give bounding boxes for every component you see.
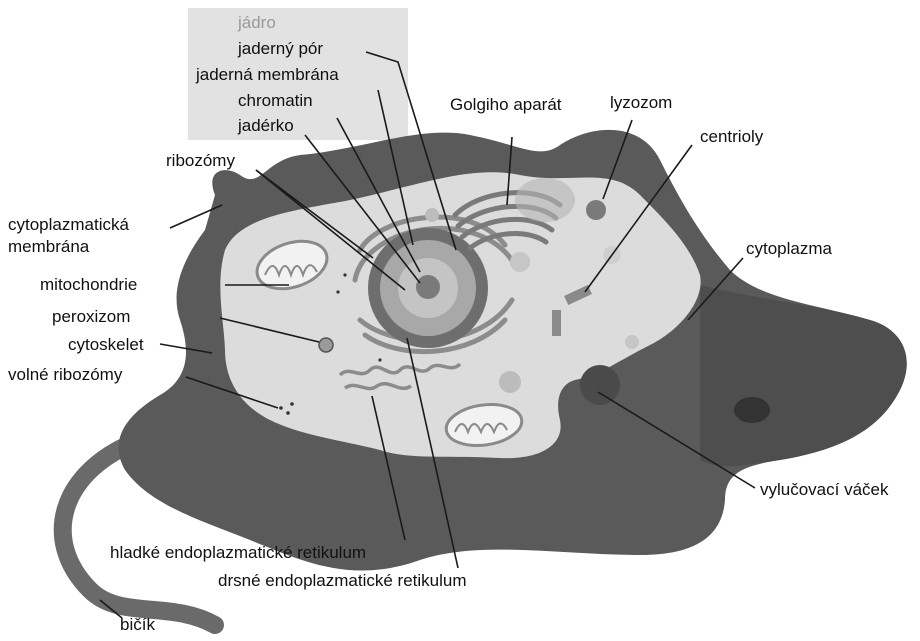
peroxisome xyxy=(319,338,333,352)
label-lysosome: lyzozom xyxy=(610,93,672,112)
secretory-vesicle xyxy=(580,365,620,405)
label-golgi: Golgiho aparát xyxy=(450,95,562,114)
label-secretory-vesicle: vylučovací váček xyxy=(760,480,889,499)
label-peroxisome: peroxizom xyxy=(52,307,130,326)
right-vesicle xyxy=(734,397,770,423)
label-cell-membrane-1: cytoplazmatická xyxy=(8,215,129,234)
label-nucleolus: jadérko xyxy=(237,116,294,135)
nucleolus xyxy=(416,275,440,299)
vacuole xyxy=(499,371,521,393)
label-nucleus: jádro xyxy=(237,13,276,32)
label-smooth-er: hladké endoplazmatické retikulum xyxy=(110,543,366,562)
label-mitochondria: mitochondrie xyxy=(40,275,137,294)
golgi-vesicle xyxy=(425,208,439,222)
vacuole xyxy=(625,335,639,349)
label-rough-er: drsné endoplazmatické retikulum xyxy=(218,571,467,590)
label-cytoskeleton: cytoskelet xyxy=(68,335,144,354)
golgi-shadow xyxy=(515,178,575,222)
label-centrioles: centrioly xyxy=(700,127,764,146)
label-free-ribosomes: volné ribozómy xyxy=(8,365,123,384)
lysosome xyxy=(586,200,606,220)
label-chromatin: chromatin xyxy=(238,91,313,110)
label-cell-membrane-2: membrána xyxy=(8,237,90,256)
vacuole xyxy=(510,252,530,272)
label-flagellum: bičík xyxy=(120,615,155,634)
label-nuclear-membrane: jaderná membrána xyxy=(195,65,339,84)
label-cytoplasm: cytoplazma xyxy=(746,239,833,258)
label-ribosomes: ribozómy xyxy=(166,151,235,170)
cell-right-lobe xyxy=(700,285,907,466)
label-nuclear-pore: jaderný pór xyxy=(237,39,323,58)
